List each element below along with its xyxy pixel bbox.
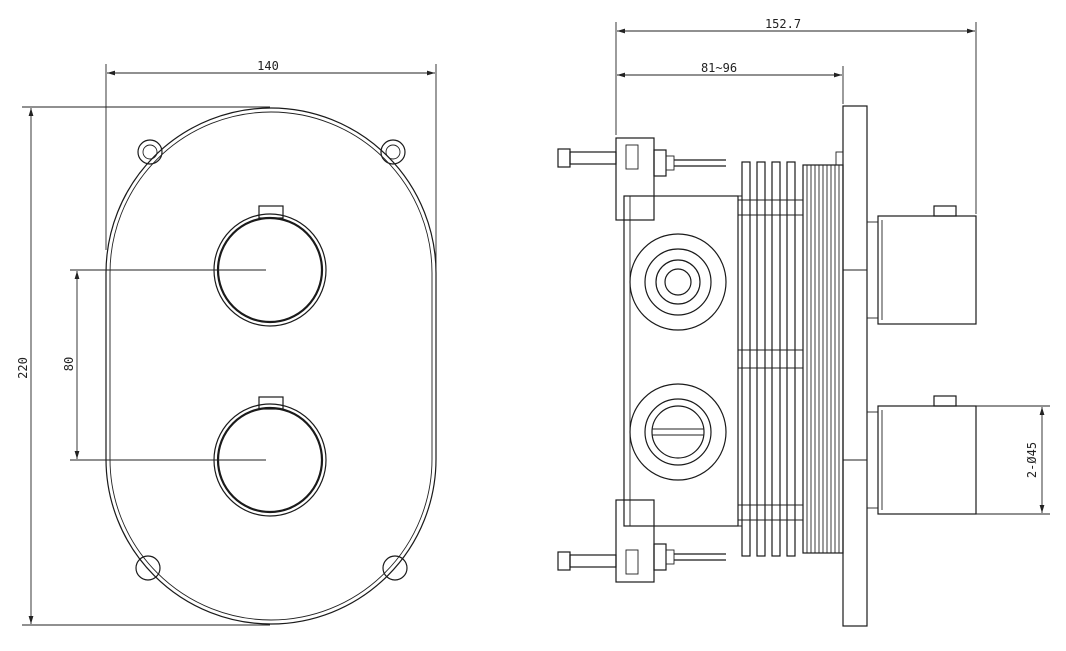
mounting-lug-top-right xyxy=(380,139,406,165)
bottom-bracket xyxy=(615,499,742,583)
upper-handle-side xyxy=(867,205,977,325)
mounting-lug-bottom-left xyxy=(135,555,161,581)
mounting-lug-bottom-right xyxy=(382,555,408,581)
front-view: 140 220 80 xyxy=(16,59,437,626)
side-view: 152.7 81~96 2-Ø45 xyxy=(557,17,1050,627)
side-total-depth-dimension: 152.7 xyxy=(615,17,977,214)
front-width-dimension: 140 xyxy=(105,59,437,270)
handle-spacing-label: 80 xyxy=(62,357,76,371)
body-ribs xyxy=(738,161,803,557)
bottom-mounting-bolt xyxy=(557,551,617,571)
top-mounting-bolt xyxy=(557,148,617,168)
side-adjust-range-label: 81~96 xyxy=(701,61,737,75)
handle-diameter-label: 2-Ø45 xyxy=(1025,442,1039,478)
handle-spacing-dimension: 80 xyxy=(62,269,266,461)
valve-body xyxy=(623,195,739,527)
upper-port xyxy=(629,233,727,331)
upper-handle xyxy=(213,205,327,327)
handle-diameter-dimension: 2-Ø45 xyxy=(976,405,1050,515)
front-width-label: 140 xyxy=(257,59,279,73)
threaded-sleeve xyxy=(802,151,844,554)
mounting-lug-top-left xyxy=(137,139,163,165)
lower-handle xyxy=(213,396,327,517)
lower-port xyxy=(629,383,727,481)
side-total-depth-label: 152.7 xyxy=(765,17,801,31)
front-height-dimension: 220 xyxy=(16,106,270,626)
cover-plate-outer xyxy=(105,107,437,625)
front-height-label: 220 xyxy=(16,357,30,379)
cover-plate-inner xyxy=(109,111,433,621)
lower-handle-side xyxy=(867,395,977,515)
top-bracket xyxy=(615,137,742,221)
side-adjust-range-dimension: 81~96 xyxy=(617,61,844,104)
wall-plate xyxy=(842,105,868,627)
